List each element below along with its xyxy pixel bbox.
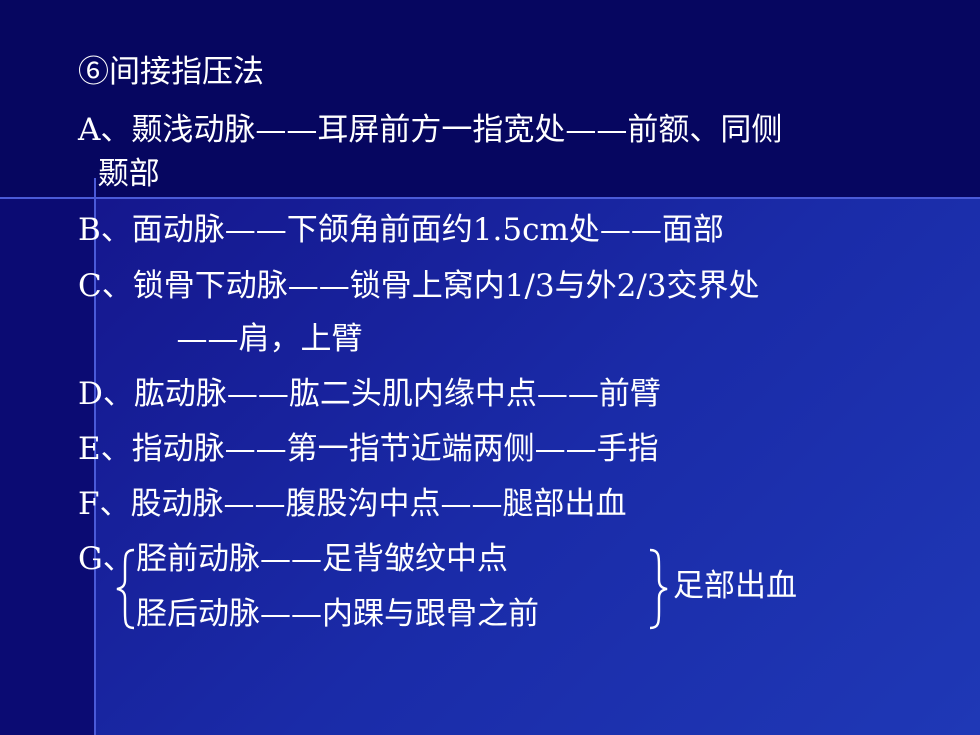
line-g-result: 足部出血 — [673, 568, 797, 604]
line-g2: 胫后动脉——内踝与跟骨之前 — [136, 596, 539, 632]
line-a-continuation: 颞部 — [78, 156, 160, 192]
vertical-decor-line — [94, 178, 96, 735]
right-brace-icon — [649, 548, 668, 630]
horizontal-decor-line — [0, 197, 980, 199]
line-g1: 胫前动脉——足背皱纹中点 — [136, 541, 508, 577]
slide-heading: ⑥间接指压法 — [78, 54, 264, 90]
line-f: F、股动脉——腹股沟中点——腿部出血 — [78, 486, 627, 522]
left-background-panel — [0, 198, 96, 735]
line-a: A、颞浅动脉——耳屏前方一指宽处——前额、同侧 — [78, 112, 783, 148]
line-c: C、锁骨下动脉——锁骨上窝内1/3与外2/3交界处 — [78, 268, 760, 304]
lower-background-gradient — [0, 198, 980, 735]
left-brace-icon — [116, 548, 135, 630]
line-e: E、指动脉——第一指节近端两侧——手指 — [78, 431, 659, 467]
line-d: D、肱动脉——肱二头肌内缘中点——前臂 — [78, 376, 661, 412]
line-b: B、面动脉——下颌角前面约1.5cm处——面部 — [78, 212, 724, 248]
line-c-continuation: ——肩，上臂 — [78, 321, 363, 357]
top-background-band — [0, 0, 980, 198]
